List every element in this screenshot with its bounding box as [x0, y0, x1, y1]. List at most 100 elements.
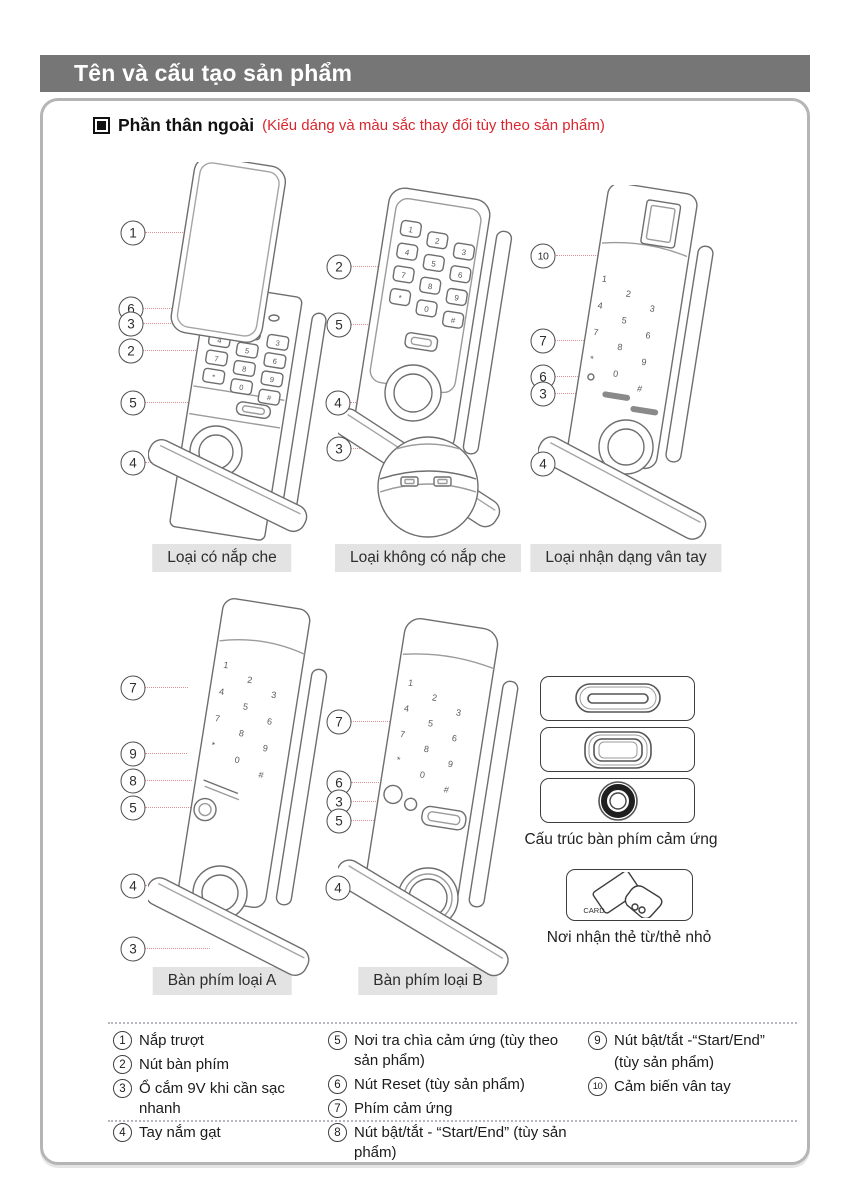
callout-5: 5 — [326, 312, 352, 338]
touch-key: 6 — [451, 733, 458, 744]
legend-bottom-divider — [108, 1120, 797, 1122]
key-label: # — [266, 393, 272, 403]
legend-text: Phím cảm ứng — [354, 1100, 453, 1117]
callout-4: 4 — [120, 873, 146, 899]
lock-body: 1 2 3 4 5 6 7 8 9 * 0 # — [352, 187, 491, 454]
squircle-key-shape — [583, 730, 652, 769]
touch-key: 3 — [649, 303, 656, 314]
touch-key: 3 — [455, 707, 462, 718]
key-label: 7 — [214, 354, 220, 364]
lock-body: 1 2 3 4 5 6 7 8 9 * 0 # — [567, 185, 698, 470]
lock-keypad-a-illustration: 1 2 3 4 5 6 7 8 9 * 0 # — [148, 598, 328, 976]
page-title: Tên và cấu tạo sản phẩm — [74, 60, 353, 86]
touch-key: 2 — [431, 692, 438, 703]
card-in-hand-icon: CARD — [583, 872, 663, 918]
key-label: 1 — [408, 225, 414, 235]
callout-2: 2 — [326, 254, 352, 280]
key-label: 6 — [457, 270, 463, 280]
key-label: 4 — [404, 248, 410, 258]
side-strip — [665, 245, 714, 463]
label-cover-type: Loại có nắp che — [152, 544, 292, 572]
touch-key: 5 — [621, 315, 628, 326]
touch-key: 2 — [625, 288, 632, 299]
touch-key: * — [396, 755, 402, 766]
card-reader-box: CARD — [566, 869, 693, 921]
callout-7: 7 — [530, 328, 556, 354]
touch-key: # — [258, 770, 265, 781]
key-label: * — [211, 372, 215, 381]
key-label: 8 — [427, 282, 433, 292]
callout-7: 7 — [326, 709, 352, 735]
physical-keypad: 1 2 3 4 5 6 7 8 9 * 0 # — [388, 219, 476, 329]
reset-button — [383, 784, 403, 805]
callout-3: 3 — [120, 936, 146, 962]
led-bar — [602, 391, 631, 401]
callout-4: 4 — [530, 451, 556, 477]
callout-7: 7 — [120, 675, 146, 701]
callout-9: 9 — [120, 741, 146, 767]
legend-item-10: 10 Cảm biến vân tay — [588, 1077, 788, 1097]
legend-column-1: 1 Nắp trượt 2 Nút bàn phím 3 Ổ cắm 9V kh… — [113, 1031, 325, 1147]
card-label: CARD — [583, 906, 605, 915]
touch-key: 1 — [407, 677, 414, 688]
callout-3: 3 — [326, 436, 352, 462]
touch-key: # — [636, 383, 643, 394]
legend-text: Ổ cắm 9V khi cần sạc nhanh — [139, 1080, 285, 1117]
key-label: 7 — [401, 271, 407, 281]
legend-text: Nút bật/tắt - “Start/End” (tùy sản phẩm) — [354, 1124, 567, 1161]
label-keypad-b: Bàn phím loại B — [358, 967, 498, 995]
legend-item-1: 1 Nắp trượt — [113, 1031, 325, 1051]
touch-key: 0 — [234, 755, 241, 766]
key-label: 2 — [434, 236, 440, 246]
key-label: 9 — [269, 375, 275, 385]
touch-key: * — [589, 354, 595, 365]
legend-num: 10 — [588, 1077, 607, 1096]
legend-item-9: 9 Nút bật/tắt -“Start/End” — [588, 1031, 788, 1051]
legend-item-4: 4 Tay nắm gạt — [113, 1123, 325, 1143]
speaker-slot — [203, 779, 239, 795]
label-fingerprint-type: Loại nhận dạng vân tay — [530, 544, 722, 572]
touch-key: 7 — [593, 327, 600, 338]
legend-num: 6 — [328, 1075, 347, 1094]
lock-with-cover-illustration: 1 2 3 4 5 6 7 8 9 * 0 # — [148, 162, 327, 541]
callout-4: 4 — [325, 875, 351, 901]
touch-key: 5 — [427, 718, 434, 729]
legend-column-3: 9 Nút bật/tắt -“Start/End” (tùy sản phẩm… — [588, 1031, 788, 1101]
callout-3: 3 — [530, 381, 556, 407]
legend-num: 9 — [588, 1031, 607, 1050]
key-label: 6 — [272, 357, 278, 367]
callout-8: 8 — [120, 768, 146, 794]
reset-button — [587, 373, 595, 381]
lever-handle — [148, 439, 308, 533]
key-label: 4 — [217, 336, 223, 346]
9v-socket — [403, 797, 418, 811]
lock-body: 1 2 3 4 5 6 7 8 9 * 0 # — [363, 618, 499, 916]
keypad-structure-caption: Cấu trúc bàn phím cảm ứng — [524, 831, 718, 848]
touch-key: # — [443, 784, 450, 795]
touch-key: 0 — [419, 769, 426, 780]
legend-num: 4 — [113, 1123, 132, 1142]
touch-key: 1 — [601, 274, 608, 285]
legend-item-7: 7 Phím cảm ứng — [328, 1099, 580, 1119]
legend-item-8: 8 Nút bật/tắt - “Start/End” (tùy sản phẩ… — [328, 1123, 580, 1163]
legend-text: Nút Reset (tùy sản phẩm) — [354, 1076, 525, 1093]
label-keypad-a: Bàn phím loại A — [152, 967, 292, 995]
key-label: 5 — [431, 259, 437, 269]
touch-key: 9 — [641, 357, 648, 368]
legend-num: 1 — [113, 1031, 132, 1050]
callout-4: 4 — [120, 450, 146, 476]
lock-keypad-b-illustration: 1 2 3 4 5 6 7 8 9 * 0 # — [338, 618, 519, 977]
touch-key: 6 — [645, 330, 652, 341]
touch-key: 8 — [617, 342, 624, 353]
keypad-structure-box-2 — [540, 727, 695, 772]
touch-keypad: 1 2 3 4 5 6 7 8 9 * 0 # — [589, 274, 656, 395]
label-no-cover-type: Loại không có nắp che — [335, 544, 521, 572]
touch-key: 8 — [238, 728, 245, 739]
callout-2: 2 — [118, 338, 144, 364]
legend-top-divider — [108, 1022, 797, 1024]
touch-key: 4 — [403, 703, 410, 714]
side-strip — [468, 680, 519, 908]
callout-5: 5 — [120, 390, 146, 416]
legend-item-6: 6 Nút Reset (tùy sản phẩm) — [328, 1075, 580, 1095]
section-heading: Phần thân ngoài (Kiểu dáng và màu sắc th… — [93, 115, 605, 136]
